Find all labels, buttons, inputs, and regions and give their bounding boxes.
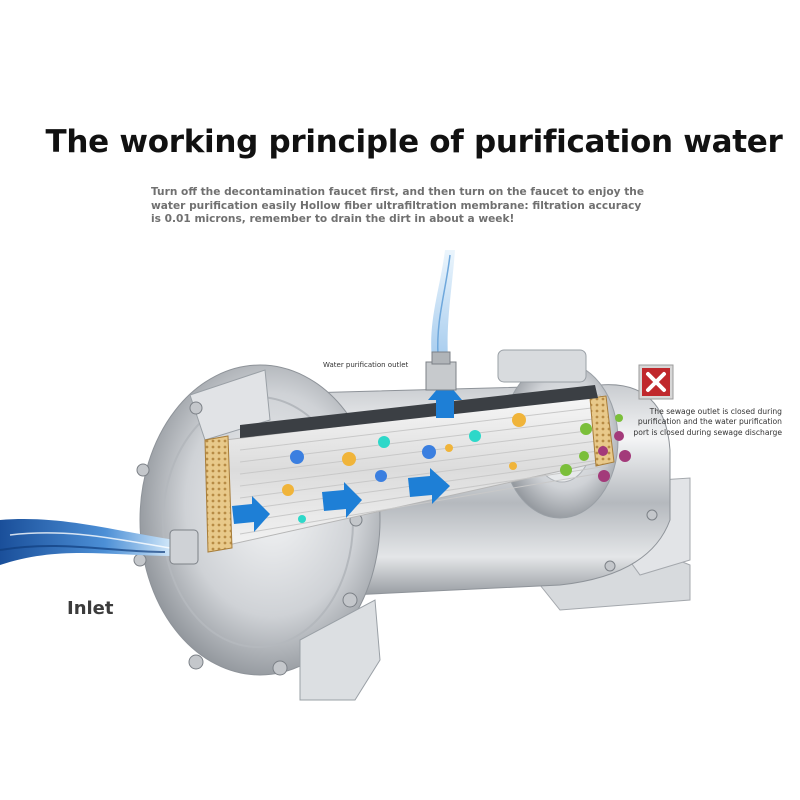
- filter-cutaway: [204, 385, 615, 553]
- bacteria-icon: [560, 414, 631, 482]
- inlet-water-stream: [0, 519, 199, 565]
- close-icon: [638, 364, 674, 400]
- outlet-label: Water purification outlet: [323, 361, 409, 369]
- sewage-note: The sewage outlet is closed during purif…: [633, 407, 782, 437]
- purified-water-jet: [431, 250, 455, 360]
- inlet-label: Inlet: [67, 598, 114, 619]
- outlet-pipe: [425, 351, 457, 391]
- diagram-title: The working principle of purification wa…: [45, 124, 783, 160]
- particles: [282, 413, 526, 523]
- diagram-description: Turn off the decontamination faucet firs…: [151, 186, 645, 225]
- arrow-right-icon: [232, 468, 450, 532]
- arrow-up-icon: [428, 380, 462, 418]
